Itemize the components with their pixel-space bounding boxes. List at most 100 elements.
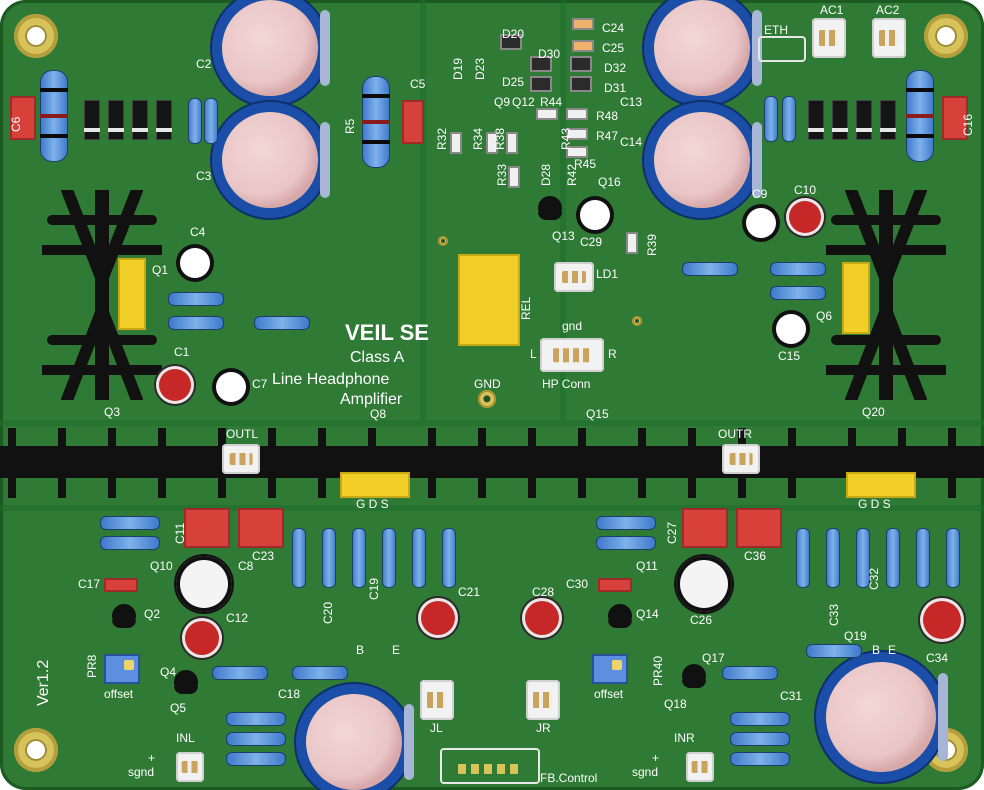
smd-diode bbox=[530, 76, 552, 92]
input-left-connector[interactable] bbox=[176, 752, 204, 782]
smd-resistor bbox=[566, 128, 588, 140]
gnd-small-label: gnd bbox=[562, 319, 583, 333]
power-resistor-right bbox=[906, 70, 934, 162]
title-sub-2: Line Headphone bbox=[272, 371, 390, 388]
refdes-q13: Q13 bbox=[552, 229, 575, 243]
cap-c29 bbox=[580, 200, 610, 230]
refdes-c9: C9 bbox=[752, 187, 768, 201]
outr-label: OUTR bbox=[718, 427, 752, 441]
cap-c15 bbox=[776, 314, 806, 344]
resistor bbox=[770, 262, 826, 276]
cap-c8 bbox=[176, 556, 232, 612]
refdes-c10: C10 bbox=[794, 183, 817, 197]
smd-resistor bbox=[626, 232, 638, 254]
resistor bbox=[886, 528, 900, 588]
relay bbox=[458, 254, 520, 346]
jumper-jl[interactable] bbox=[420, 680, 454, 720]
cap-c1 bbox=[156, 366, 194, 404]
refdes-c11: C11 bbox=[173, 522, 187, 544]
refdes-q20: Q20 bbox=[862, 405, 885, 419]
e-right-label: E bbox=[888, 643, 897, 657]
resistor bbox=[730, 752, 790, 766]
ac1-connector[interactable] bbox=[812, 18, 846, 58]
refdes-r45: R45 bbox=[574, 157, 597, 171]
resistor bbox=[596, 516, 656, 530]
ac1-label: AC1 bbox=[820, 3, 844, 17]
cap-c12 bbox=[182, 618, 222, 658]
heatsink-band bbox=[0, 424, 984, 502]
heatsink-right bbox=[821, 184, 951, 406]
trace bbox=[420, 0, 426, 420]
smd-resistor bbox=[566, 108, 588, 120]
diode bbox=[808, 100, 824, 140]
jr-label: JR bbox=[536, 721, 551, 735]
resistor bbox=[412, 528, 426, 588]
film-cap-c36 bbox=[736, 508, 782, 548]
resistor bbox=[442, 528, 456, 588]
refdes-c32: C32 bbox=[867, 567, 881, 590]
refdes-q14: Q14 bbox=[636, 607, 659, 621]
refdes-q12: Q12 bbox=[512, 95, 535, 109]
electrolytic-cap-c14 bbox=[654, 112, 762, 208]
offset-left-label: offset bbox=[104, 687, 134, 701]
refdes-c4: C4 bbox=[190, 225, 206, 239]
refdes-q1: Q1 bbox=[152, 263, 169, 277]
led-connector[interactable] bbox=[554, 262, 594, 292]
mounting-hole-bottom-left bbox=[14, 728, 58, 772]
refdes-c19: C19 bbox=[367, 577, 381, 600]
resistor bbox=[352, 528, 366, 588]
film-cap-c11 bbox=[184, 508, 230, 548]
inl-label: INL bbox=[176, 731, 195, 745]
cap-c10 bbox=[786, 198, 824, 236]
smd-diode bbox=[500, 34, 522, 50]
ac2-label: AC2 bbox=[876, 3, 900, 17]
trimpot-pr40[interactable] bbox=[592, 654, 628, 684]
headphone-connector[interactable] bbox=[540, 338, 604, 372]
smd-resistor bbox=[506, 132, 518, 154]
pad bbox=[438, 236, 448, 246]
smd-diode bbox=[570, 76, 592, 92]
refdes-d30: D30 bbox=[538, 47, 561, 61]
jl-label: JL bbox=[430, 721, 443, 735]
out-right-connector[interactable] bbox=[722, 444, 760, 474]
gds-left-label: G D S bbox=[356, 497, 389, 511]
outl-label: OUTL bbox=[226, 427, 259, 441]
out-left-connector[interactable] bbox=[222, 444, 260, 474]
resistor bbox=[292, 528, 306, 588]
jumper-jr[interactable] bbox=[526, 680, 560, 720]
cap-c9 bbox=[746, 208, 776, 238]
electrolytic-cap-bottom-left bbox=[306, 694, 414, 790]
smd-resistor bbox=[566, 146, 588, 158]
sgnd-left-label: sgnd bbox=[128, 765, 155, 779]
refdes-c17: C17 bbox=[78, 577, 101, 591]
refdes-pr40: PR40 bbox=[651, 655, 665, 686]
diode bbox=[156, 100, 172, 140]
title-sub-3: Amplifier bbox=[340, 391, 403, 408]
resistor bbox=[682, 262, 738, 276]
refdes-c3: C3 bbox=[196, 169, 212, 183]
cap-c28 bbox=[522, 598, 562, 638]
resistor bbox=[226, 752, 286, 766]
cap-c34 bbox=[920, 598, 964, 642]
trimpot-pr8[interactable] bbox=[104, 654, 140, 684]
heatsink-left bbox=[37, 184, 167, 406]
refdes-c2: C2 bbox=[196, 57, 212, 71]
refdes-d32: D32 bbox=[604, 61, 627, 75]
fb-control-connector[interactable] bbox=[440, 748, 540, 784]
refdes-r44: R44 bbox=[540, 95, 563, 109]
ac2-connector[interactable] bbox=[872, 18, 906, 58]
refdes-c8: C8 bbox=[238, 559, 254, 573]
resistor bbox=[212, 666, 268, 680]
diode bbox=[108, 100, 124, 140]
pad bbox=[478, 390, 496, 408]
refdes-d28: D28 bbox=[539, 163, 553, 186]
refdes-c25: C25 bbox=[602, 41, 625, 55]
refdes-pr8: PR8 bbox=[85, 654, 99, 678]
input-right-connector[interactable] bbox=[686, 752, 714, 782]
resistor bbox=[730, 712, 790, 726]
refdes-q19: Q19 bbox=[844, 629, 867, 643]
diode bbox=[84, 100, 100, 140]
resistor bbox=[782, 96, 796, 142]
refdes-q16: Q16 bbox=[598, 175, 621, 189]
